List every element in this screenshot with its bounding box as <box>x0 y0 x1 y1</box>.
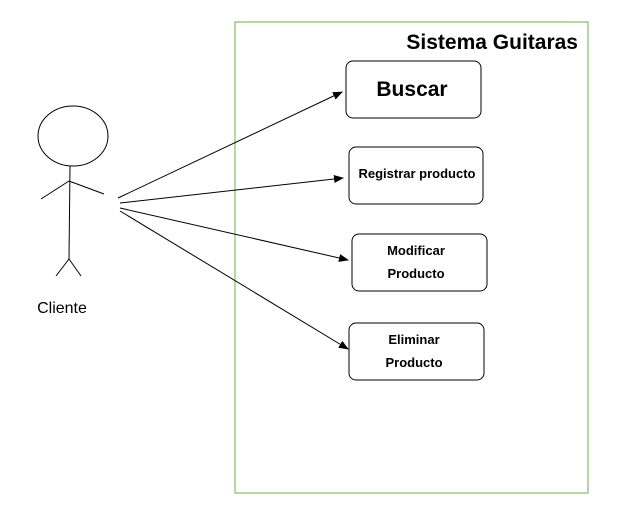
use-case-label: Modificar <box>387 243 445 258</box>
use-case-label: Eliminar <box>388 332 439 347</box>
actor-body <box>68 165 71 260</box>
use-case-label: Buscar <box>376 78 447 101</box>
use-case-label: Producto <box>387 266 444 281</box>
association-arrow <box>117 91 343 199</box>
actor-cliente <box>37 105 109 277</box>
system-boundary <box>234 21 589 494</box>
use-case-label: Registrar producto <box>358 166 475 181</box>
use-case-box[interactable] <box>345 60 482 119</box>
system-title: Sistema Guitaras <box>406 31 578 54</box>
actor-head <box>37 105 109 167</box>
association-arrow <box>119 175 344 204</box>
association-arrow <box>119 210 349 350</box>
actor-label: Cliente <box>37 300 87 317</box>
actor-leg-right <box>68 258 82 277</box>
use-case-box[interactable] <box>348 322 485 381</box>
actor-arm-right <box>68 180 105 195</box>
association-arrow <box>119 207 349 262</box>
actor-leg-left <box>55 258 70 277</box>
use-case-label: Producto <box>385 355 442 370</box>
use-case-box[interactable] <box>351 233 488 292</box>
use-case-box[interactable] <box>348 146 484 205</box>
actor-arm-left <box>40 180 70 200</box>
